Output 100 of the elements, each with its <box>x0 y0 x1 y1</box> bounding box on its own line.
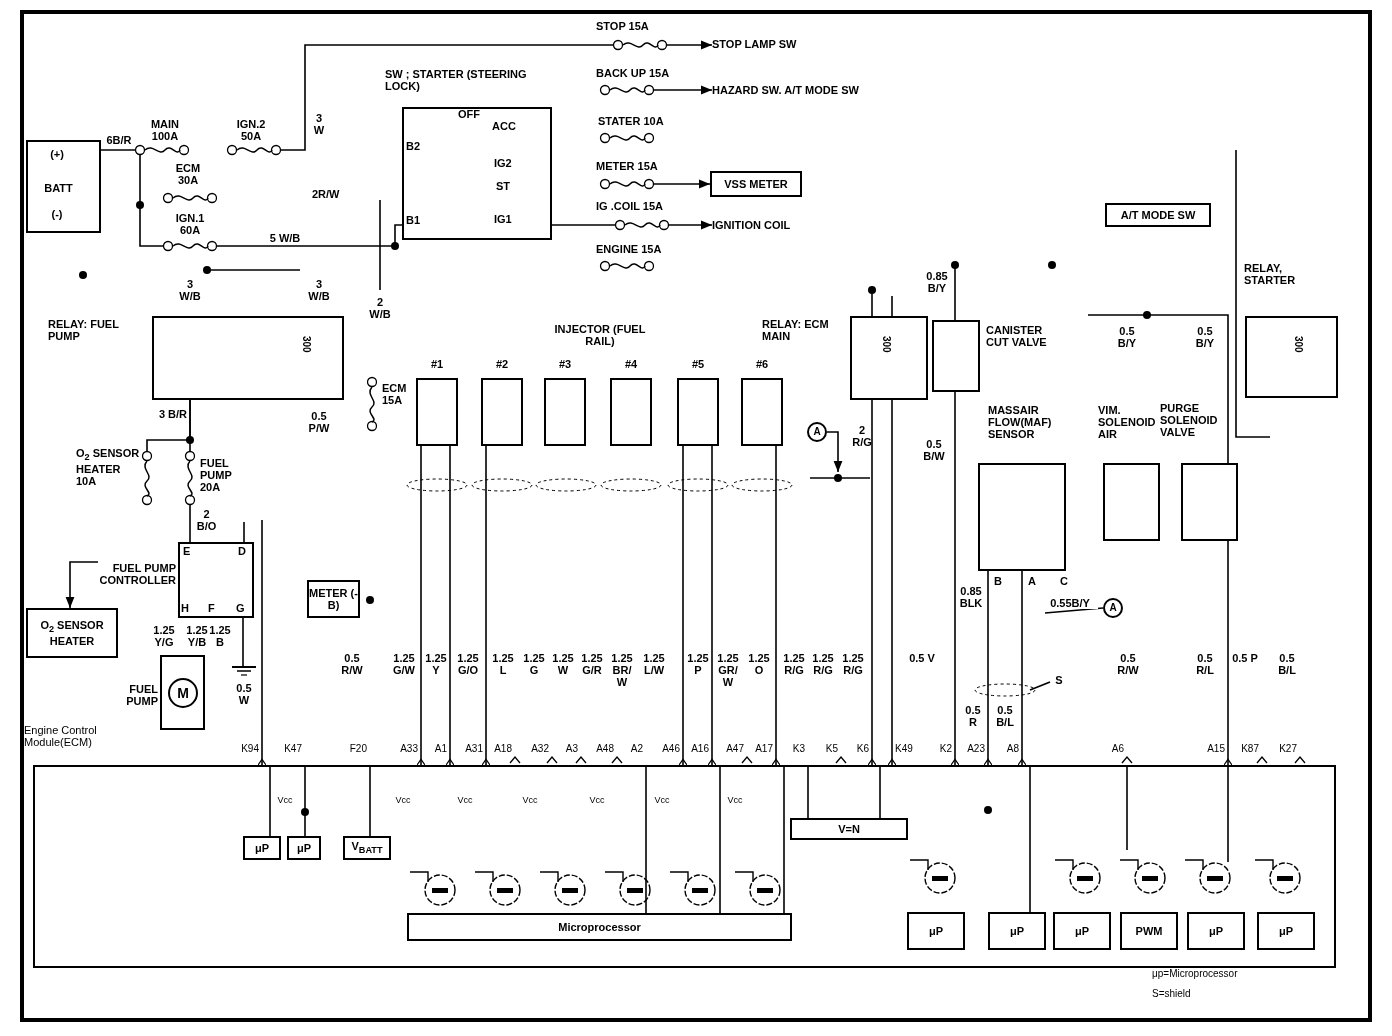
box-label: μP <box>295 842 313 854</box>
box-label: VSS METER <box>723 178 789 190</box>
connector-circle <box>1103 598 1123 618</box>
processor-box <box>907 912 965 950</box>
wire-label: 0.5 B/Y <box>1194 325 1216 349</box>
pwm-box <box>1120 912 1178 950</box>
component-label: #1 <box>429 358 445 370</box>
terminal-label: (+) <box>49 148 65 160</box>
fuse-label: O$_{2}$ SENSOR HEATER 10A <box>76 447 141 488</box>
terminal-label: F <box>208 602 216 614</box>
pin-label: A1 <box>433 743 447 755</box>
component-label: MASSAIR FLOW(MAF) SENSOR <box>988 404 1053 440</box>
component-label: SW ; STARTER (STEERING LOCK) <box>385 68 528 92</box>
fuse-label: IG .COIL 15A <box>596 200 665 212</box>
wire-label: 1.25 Y <box>424 652 448 676</box>
wire-label: 2R/W <box>312 188 341 200</box>
voltage-box <box>343 836 391 860</box>
box-label: A <box>1108 602 1118 614</box>
box-label: μP <box>927 925 945 937</box>
wire <box>481 445 491 766</box>
terminal-label: H <box>181 602 190 614</box>
destination-label: STOP LAMP SW <box>712 38 832 50</box>
meter-box <box>307 580 360 618</box>
wire-label: 0.5 V <box>909 652 935 664</box>
wire <box>783 764 785 914</box>
pin-label: A2 <box>629 743 643 755</box>
voltage-label: Vcc <box>456 794 474 806</box>
fuse-label: STOP 15A <box>596 20 650 32</box>
wire <box>280 44 614 151</box>
fuse-label: IGN.2 50A <box>235 118 267 142</box>
pin-label: A18 <box>493 743 512 755</box>
wire <box>891 295 893 317</box>
pin-label: A23 <box>966 743 985 755</box>
pin-label: F20 <box>348 743 367 755</box>
wire-label: 1.25 Y/B <box>185 624 209 648</box>
component-label: PURGE SOLENOID VALVE <box>1160 402 1219 438</box>
wire-label: 1.25 BR/ W <box>610 652 634 688</box>
arrow <box>826 431 843 473</box>
wire-label: 3 W/B <box>307 278 331 302</box>
fuse-label: ECM 15A <box>382 382 408 406</box>
wire <box>304 764 306 837</box>
pin-label: K47 <box>283 743 302 755</box>
wire <box>887 399 897 766</box>
wire <box>951 261 959 321</box>
edge-label: 3 B/R <box>158 408 188 420</box>
component-label: CANISTER CUT VALVE <box>986 324 1048 348</box>
wire-label: 1.25 G/R <box>580 652 604 676</box>
pin-label: A46 <box>661 743 680 755</box>
fuse-label: ENGINE 15A <box>596 243 663 255</box>
destination-label: IGNITION COIL <box>712 219 822 231</box>
component-label: RELAY: ECM MAIN <box>762 318 830 342</box>
pin-label: K6 <box>855 743 869 755</box>
wire <box>1223 540 1233 766</box>
destination-label: HAZARD SW. A/T MODE SW <box>712 84 912 96</box>
switch-position-label: ST <box>496 180 512 192</box>
wire <box>983 570 993 766</box>
wire-label: 1.25 P <box>686 652 710 676</box>
wire <box>242 617 244 667</box>
wire <box>678 445 688 766</box>
component-label: RELAY, STARTER <box>1244 262 1297 286</box>
component-label: #2 <box>494 358 510 370</box>
terminal-label: A <box>1027 575 1037 587</box>
component-label: Engine Control Module(ECM) <box>24 724 98 748</box>
wire-label: 2 W/B <box>368 296 392 320</box>
switch-position-label: IG1 <box>494 213 513 225</box>
wire <box>879 764 881 819</box>
pin-label: K5 <box>824 743 838 755</box>
component-label: #5 <box>690 358 706 370</box>
edge-label: 3 W <box>312 112 326 136</box>
box-label: μP <box>1207 925 1225 937</box>
box-label: V=N <box>837 823 861 835</box>
fuse-label: BACK UP 15A <box>596 67 671 79</box>
terminal-label: D <box>238 545 247 557</box>
box-label: METER (-B) <box>309 587 358 611</box>
terminal-label: E <box>183 545 192 557</box>
terminal-label: B <box>993 575 1003 587</box>
wire <box>867 399 877 766</box>
wire-label: 0.85 BLK <box>958 585 984 609</box>
meter-box <box>710 171 802 197</box>
wire-label: 1.25 O <box>747 652 771 676</box>
fuse-label: STATER 10A <box>598 115 665 127</box>
processor-box <box>1053 912 1111 950</box>
switch-position-label: B2 <box>406 140 422 152</box>
pin-label: K3 <box>791 743 805 755</box>
arrow <box>666 40 713 50</box>
wire <box>719 764 721 914</box>
box-label: V$_{BATT}$ <box>350 839 384 857</box>
box-label: μP <box>1008 925 1026 937</box>
pin-label: A31 <box>464 743 483 755</box>
wire <box>1087 314 1229 464</box>
fuse-label: ECM 30A <box>174 162 202 186</box>
voltage-label: Vcc <box>726 794 744 806</box>
voltage-label: Vcc <box>588 794 606 806</box>
processor-box <box>1187 912 1245 950</box>
wire-label: 0.5 B/Y <box>1116 325 1138 349</box>
arrow <box>668 220 713 230</box>
legend-note: S=shield <box>1152 988 1192 1000</box>
wire-label: 0.5 W <box>235 682 253 706</box>
voltage-box <box>790 818 908 840</box>
wire-label: 0.5 R <box>964 704 982 728</box>
